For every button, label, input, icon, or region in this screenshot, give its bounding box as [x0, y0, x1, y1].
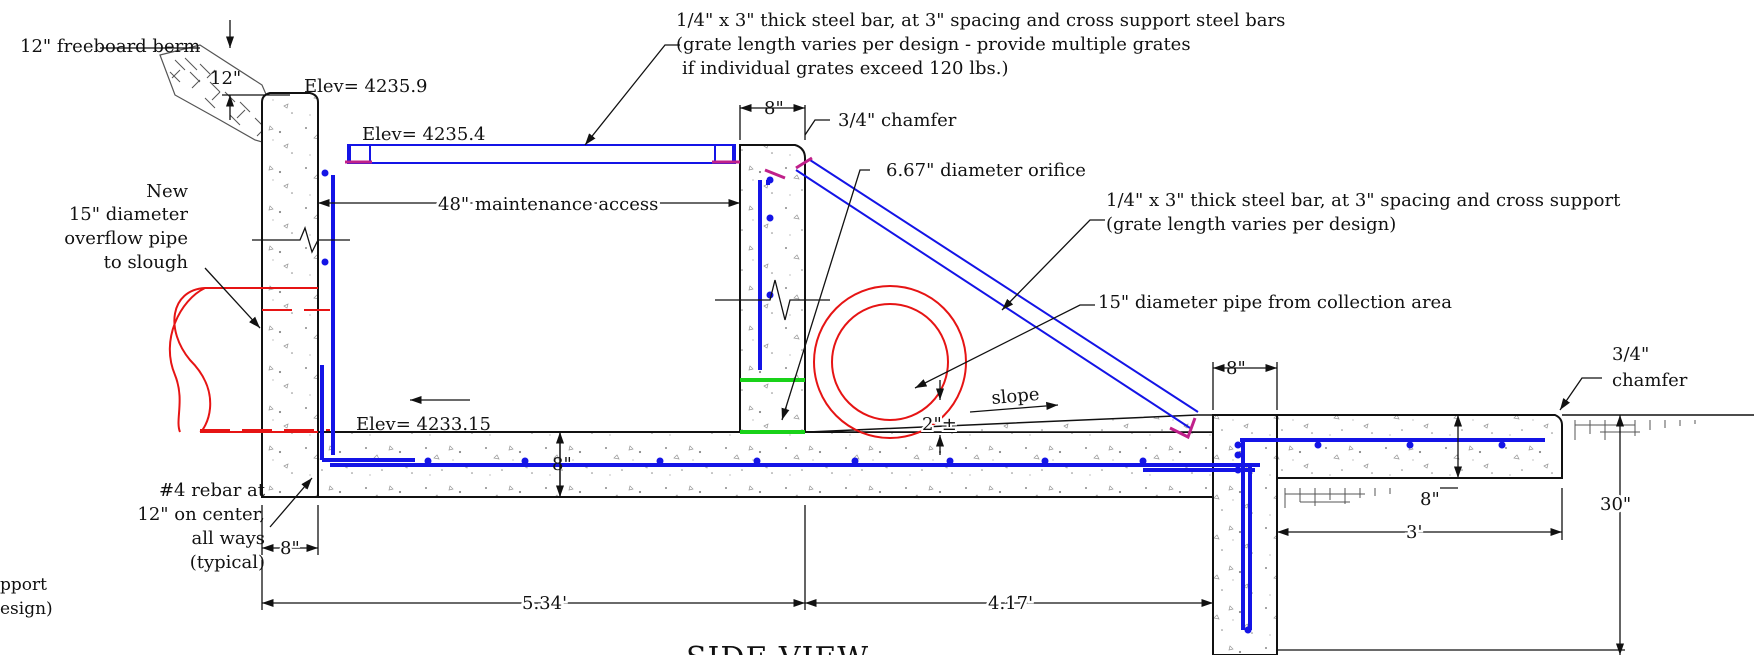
- rebar-line3: all ways: [191, 528, 265, 549]
- slope-label: slope: [991, 384, 1041, 409]
- leaders: [204, 44, 1602, 528]
- dim-8-right-slab-label: 8": [1420, 489, 1440, 510]
- dim-8-weir-top-label: 8": [764, 98, 784, 119]
- grate-note-line1: 1/4" x 3" thick steel bar, at 3" spacing…: [676, 10, 1285, 31]
- cut-left-line2: esign): [0, 599, 53, 619]
- elev-grate-label: Elev= 4235.4: [362, 124, 486, 145]
- chamfer-right-line1: 3/4": [1612, 344, 1649, 365]
- rebar-line2: 12" on center,: [137, 504, 265, 525]
- maintenance-access-label: 48" maintenance access: [438, 194, 658, 215]
- dim-30-label: 30": [1600, 494, 1631, 515]
- overflow-pipe-line4: to slough: [104, 252, 189, 273]
- sloped-grate-line1: 1/4" x 3" thick steel bar, at 3" spacing…: [1106, 190, 1621, 211]
- dim-2-label: 2"±: [922, 414, 957, 435]
- sloped-grate-line2: (grate length varies per design): [1106, 214, 1396, 235]
- overflow-pipe-line2: 15" diameter: [69, 204, 189, 225]
- cut-left-line1: pport: [0, 575, 47, 595]
- elev-floor-label: Elev= 4233.15: [356, 414, 491, 435]
- grate-note-line3: if individual grates exceed 120 lbs.): [682, 58, 1009, 79]
- dim-534-label: 5.34': [522, 593, 567, 614]
- overflow-pipe-line1: New: [146, 181, 188, 202]
- dim-8-left-wall-label: 8": [280, 538, 300, 559]
- rebar-line4: (typical): [190, 552, 265, 573]
- overflow-pipe: [168, 287, 330, 433]
- left-wall: [261, 92, 319, 498]
- dim-8-slab-label: 8": [552, 454, 572, 475]
- ground-hatch-right: [1284, 414, 1754, 508]
- elev-top-wall-label: Elev= 4235.9: [304, 76, 428, 97]
- grate-note-line2: (grate length varies per design - provid…: [676, 34, 1191, 55]
- dim-3ft-label: 3': [1406, 522, 1422, 543]
- dim-8-right-wall-label: 8": [1226, 358, 1246, 379]
- collection-pipe-label: 15" diameter pipe from collection area: [1098, 292, 1452, 313]
- berm-hatch: [100, 44, 292, 151]
- sloped-grate: [764, 156, 1199, 440]
- chamfer-top-label: 3/4" chamfer: [838, 110, 957, 131]
- side-view-title: SIDE VIEW: [686, 641, 869, 655]
- dimensions: [222, 20, 1625, 655]
- slab-slope-fill: [807, 414, 1214, 433]
- right-apron-slab: [1276, 414, 1563, 479]
- overflow-pipe-line3: overflow pipe: [64, 228, 188, 249]
- chamfer-right-line2: chamfer: [1612, 370, 1688, 391]
- top-grate: [345, 144, 740, 164]
- rebar-line1: #4 rebar at: [159, 480, 266, 501]
- rebar: [320, 169, 1545, 634]
- berm-12-label: 12": [210, 68, 241, 89]
- dim-417-label: 4.17': [988, 593, 1033, 614]
- freeboard-berm-label: 12" freeboard berm: [20, 36, 200, 57]
- orifice-label: 6.67" diameter orifice: [886, 160, 1086, 181]
